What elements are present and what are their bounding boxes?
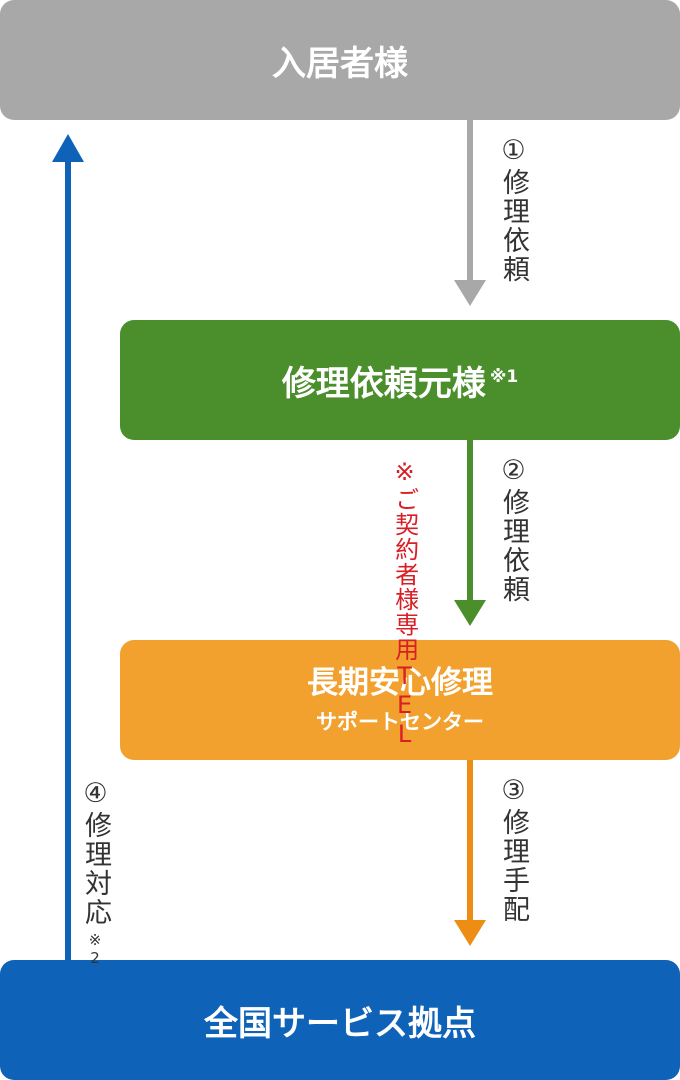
step-4-label: ④修理対応 ※2 xyxy=(80,778,111,967)
contract-tel-note: ※ご契約者様専用TEL xyxy=(390,458,419,749)
step-1-number: ① xyxy=(498,135,529,168)
requester-note: ※1 xyxy=(489,367,519,388)
support-center-sublabel: サポートセンター xyxy=(316,710,484,734)
requester-label: 修理依頼元様 xyxy=(281,363,486,404)
arrow-step-2 xyxy=(454,440,486,626)
step-1-text: 修理依頼 xyxy=(498,168,529,284)
step-3-text: 修理手配 xyxy=(498,808,529,924)
service-base-box: 全国サービス拠点 xyxy=(0,960,680,1080)
support-center-label: 長期安心修理 xyxy=(307,664,493,701)
arrow-step-4 xyxy=(52,134,84,960)
resident-box: 入居者様 xyxy=(0,0,680,120)
step-2-number: ② xyxy=(498,455,529,488)
step-4-note: ※2 xyxy=(86,931,104,967)
service-base-label: 全国サービス拠点 xyxy=(204,1003,476,1044)
step-4-number: ④ xyxy=(80,778,111,811)
step-3-label: ③修理手配 xyxy=(498,775,529,924)
step-4-text: 修理対応 xyxy=(80,811,111,927)
step-1-label: ①修理依頼 xyxy=(498,135,529,284)
requester-box: 修理依頼元様※1 xyxy=(120,320,680,440)
support-center-box: 長期安心修理 サポートセンター xyxy=(120,640,680,760)
arrow-step-3 xyxy=(454,760,486,946)
step-2-text: 修理依頼 xyxy=(498,488,529,604)
resident-label: 入居者様 xyxy=(272,43,408,84)
step-3-number: ③ xyxy=(498,775,529,808)
arrow-step-1 xyxy=(454,120,486,306)
step-2-label: ②修理依頼 xyxy=(498,455,529,604)
